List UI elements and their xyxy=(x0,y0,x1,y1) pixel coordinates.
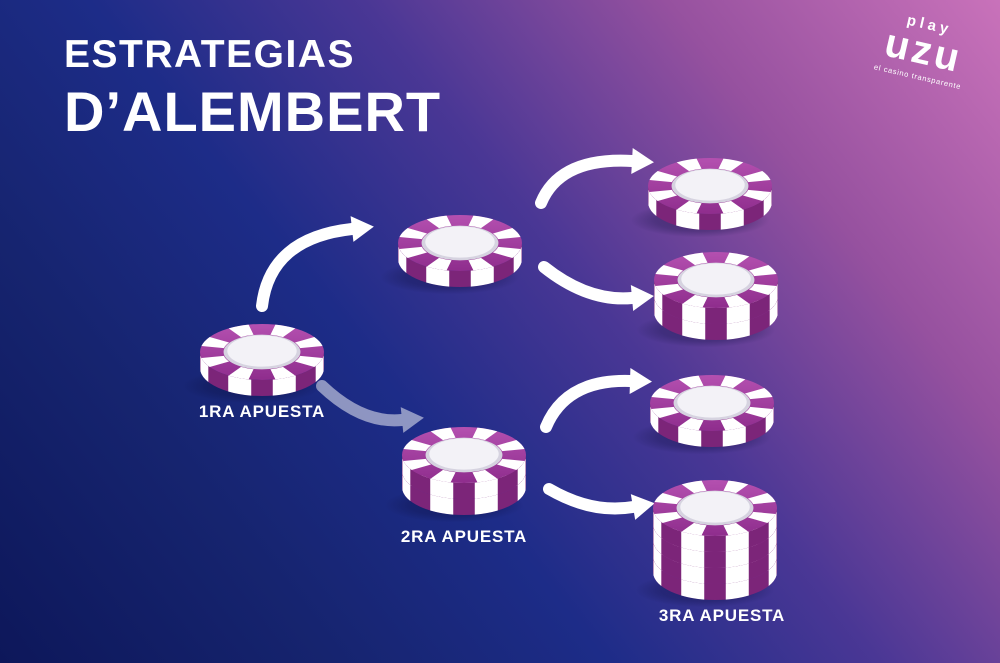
bet2-win-single-chip xyxy=(632,375,774,455)
bet1-single-chip xyxy=(182,324,324,404)
title-line-1: ESTRATEGIAS xyxy=(64,33,355,76)
arrow-bet2-to-win xyxy=(540,368,652,433)
arrow-bet1-to-bet2 xyxy=(316,380,424,433)
arrow-bet1-to-win xyxy=(256,216,374,312)
arrow-win-to-winwin xyxy=(535,148,654,209)
win-win-single-chip xyxy=(630,158,772,238)
label-1ra-apuesta: 1RA APUESTA xyxy=(198,402,326,421)
bet3-four-chip-stack xyxy=(635,480,777,608)
label-3ra-apuesta: 3RA APUESTA xyxy=(658,606,786,625)
arrow-win-to-stack2 xyxy=(538,261,654,311)
title-line-2: D’ALEMBERT xyxy=(64,79,442,143)
page-title: ESTRATEGIAS D’ALEMBERT xyxy=(64,33,442,143)
bet2-two-chip-stack xyxy=(384,427,526,523)
win-branch-single-chip xyxy=(380,215,522,295)
arrow-bet2-to-bet3 xyxy=(543,483,655,520)
win-lose-two-chip-stack xyxy=(636,252,778,348)
label-2ra-apuesta: 2RA APUESTA xyxy=(400,527,528,546)
